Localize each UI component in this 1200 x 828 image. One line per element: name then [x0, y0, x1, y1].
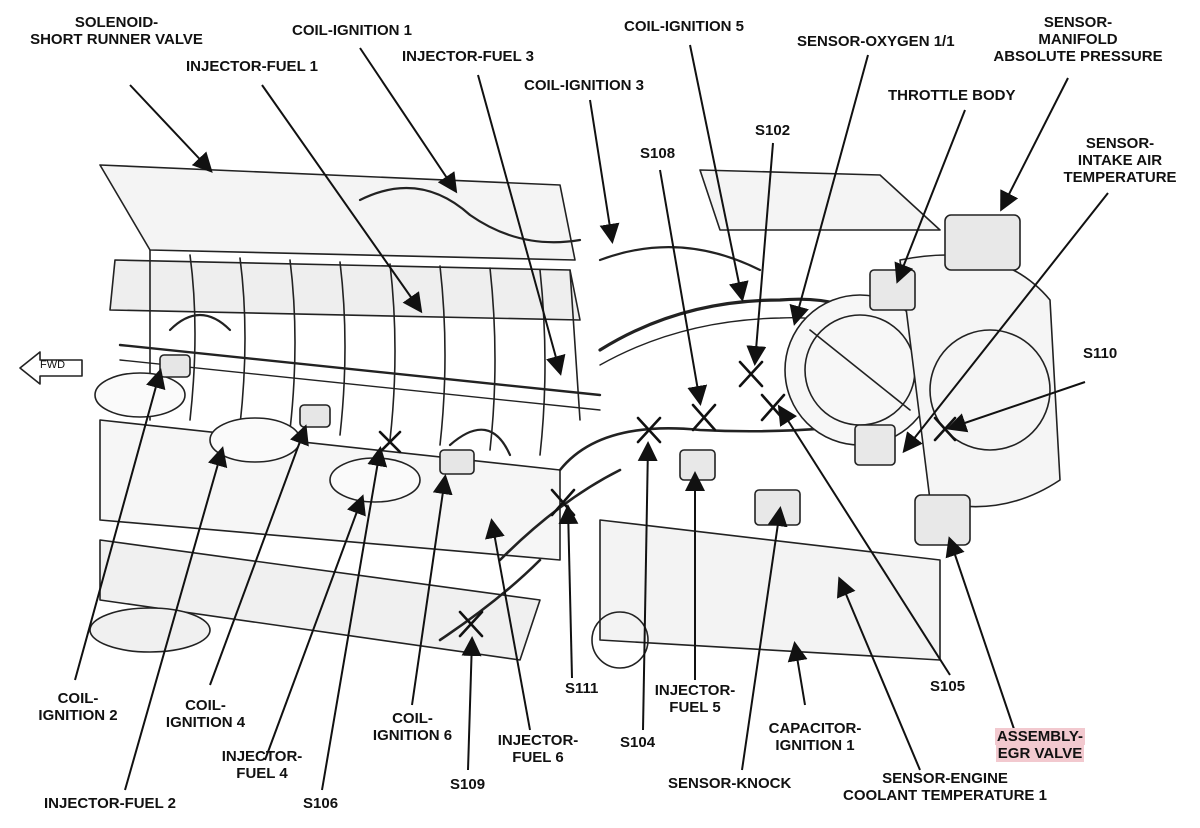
- coil-ignition-2-label: COIL- IGNITION 2: [38, 690, 118, 724]
- injector-fuel-6-label: INJECTOR- FUEL 6: [497, 732, 579, 766]
- fwd-arrow-label: FWD: [40, 359, 66, 371]
- solenoid-short-runner-valve-label: SOLENOID- SHORT RUNNER VALVE: [30, 14, 203, 48]
- injector-fuel-4-label: INJECTOR- FUEL 4: [221, 748, 303, 782]
- assembly-egr-valve-label: ASSEMBLY- EGR VALVE: [985, 728, 1095, 762]
- injector-fuel-5-label: INJECTOR- FUEL 5: [654, 682, 736, 716]
- splice-s108-label: S108: [640, 145, 676, 162]
- sensor-ect-label: SENSOR-ENGINE COOLANT TEMPERATURE 1: [843, 770, 1047, 804]
- sensor-knock-label: SENSOR-KNOCK: [668, 775, 792, 792]
- splice-s109-label: S109: [450, 776, 486, 793]
- injector-fuel-3-label: INJECTOR-FUEL 3: [402, 48, 534, 65]
- egr-highlight-line-1: ASSEMBLY-: [994, 728, 1086, 745]
- coil-ignition-5-label: COIL-IGNITION 5: [624, 18, 744, 35]
- splice-s102-label: S102: [755, 122, 791, 139]
- coil-ignition-6-label: COIL- IGNITION 6: [372, 710, 453, 744]
- throttle-body-label: THROTTLE BODY: [888, 87, 1016, 104]
- splice-s110-label: S110: [1083, 345, 1118, 362]
- injector-fuel-1-label: INJECTOR-FUEL 1: [186, 58, 318, 75]
- splice-s104-label: S104: [620, 734, 656, 751]
- coil-ignition-3-label: COIL-IGNITION 3: [524, 77, 644, 94]
- sensor-map-label: SENSOR- MANIFOLD ABSOLUTE PRESSURE: [993, 14, 1163, 65]
- coil-ignition-4-label: COIL- IGNITION 4: [165, 697, 246, 731]
- capacitor-ignition-1-label: CAPACITOR- IGNITION 1: [768, 720, 862, 754]
- coil-ignition-1-label: COIL-IGNITION 1: [292, 22, 412, 39]
- splice-s111-label: S111: [565, 680, 599, 697]
- splice-s105-label: S105: [930, 678, 966, 695]
- egr-highlight-line-2: EGR VALVE: [995, 745, 1085, 762]
- sensor-oxygen-label: SENSOR-OXYGEN 1/1: [797, 33, 955, 50]
- splice-s106-label: S106: [303, 795, 339, 812]
- injector-fuel-2-label: INJECTOR-FUEL 2: [44, 795, 176, 812]
- sensor-iat-label: SENSOR- INTAKE AIR TEMPERATURE: [1063, 135, 1177, 186]
